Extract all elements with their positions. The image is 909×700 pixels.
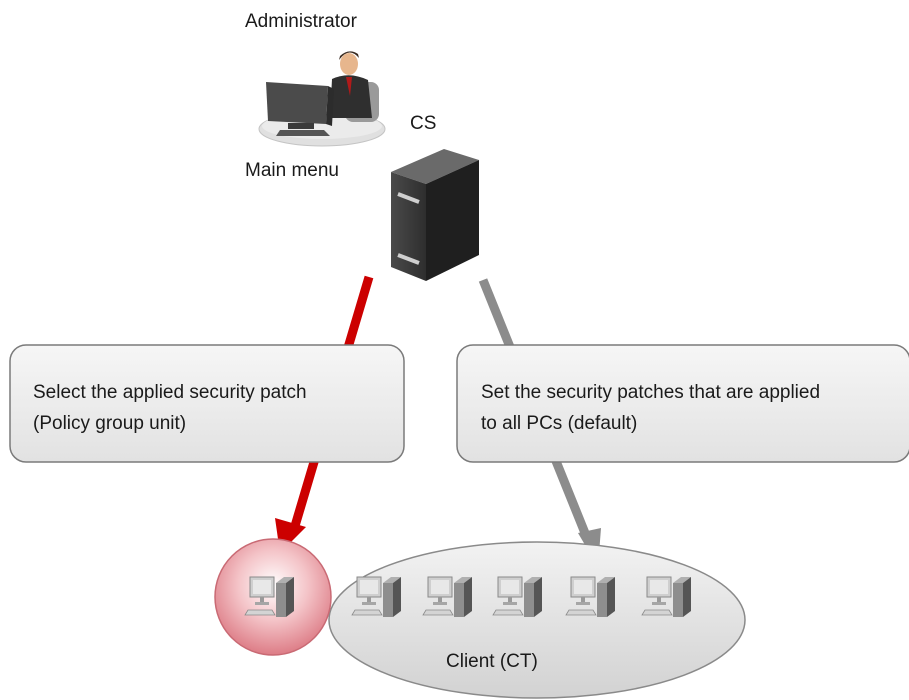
client-pc-icon	[351, 576, 402, 618]
client-pc-icon	[641, 576, 692, 618]
client-pc-icon	[244, 576, 295, 618]
administrator-label: Administrator	[245, 11, 357, 32]
callout-left-line1: Select the applied security patch	[33, 382, 307, 403]
main-menu-label: Main menu	[245, 160, 339, 181]
callout-right-line1: Set the security patches that are applie…	[481, 382, 821, 403]
callout-left-line2: (Policy group unit)	[33, 413, 187, 434]
client-pc-icon	[565, 576, 616, 618]
callout-right-text: Set the security patches that are applie…	[481, 377, 820, 439]
server-icon	[391, 149, 479, 281]
callout-left-text: Select the applied security patch (Polic…	[33, 377, 307, 439]
callout-right-line2: to all PCs (default)	[481, 413, 638, 434]
server-label: CS	[410, 113, 437, 134]
client-pc-icon	[492, 576, 543, 618]
client-pc-icon	[422, 576, 473, 618]
callout-left-box	[9, 344, 405, 463]
client-group-ellipse	[328, 541, 746, 699]
callout-right-box	[456, 344, 909, 463]
administrator-icon	[258, 51, 386, 147]
client-label: Client (CT)	[446, 651, 538, 672]
